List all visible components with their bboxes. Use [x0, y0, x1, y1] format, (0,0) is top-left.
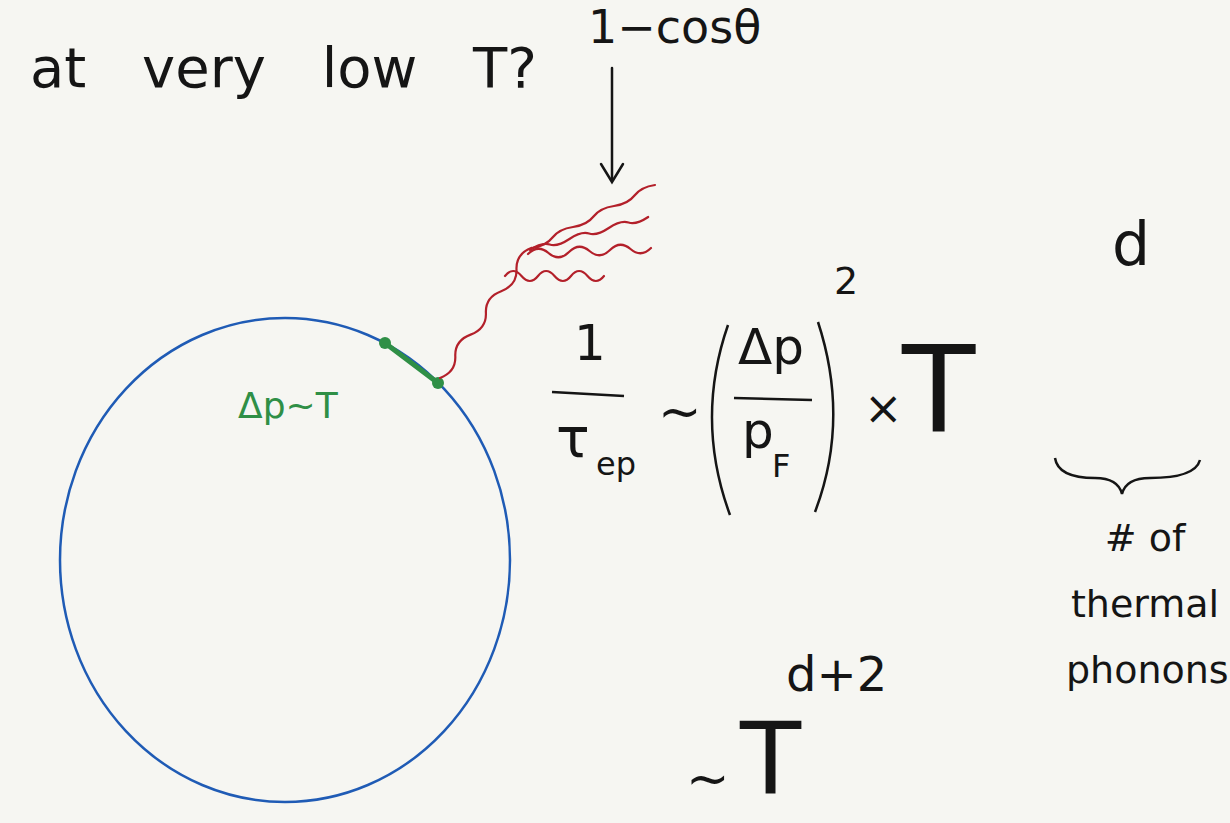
- momentum-label: Δp~T: [238, 388, 338, 424]
- numerator: 1: [574, 318, 606, 368]
- pointer-arrow: [601, 68, 623, 182]
- exponent: d: [1112, 214, 1150, 274]
- formula-text: 1−cosθ: [588, 4, 761, 50]
- phonon-wave: [440, 248, 532, 378]
- relation-sign: ~: [686, 752, 730, 804]
- subscript: ep: [596, 448, 636, 480]
- fermi-circle: [60, 318, 510, 802]
- parenthesis: [815, 322, 833, 512]
- fraction-bar: [552, 392, 624, 396]
- phonon-lines: [440, 185, 655, 378]
- denominator: τ: [556, 410, 590, 466]
- state-dot: [432, 377, 444, 389]
- note-text: at very low T?: [30, 40, 537, 96]
- fraction-bar: [734, 398, 812, 400]
- temperature-symbol: T: [740, 710, 801, 810]
- phonon-wave: [505, 271, 604, 281]
- phonon-wave: [528, 245, 651, 258]
- subscript: F: [772, 450, 790, 482]
- phonon-wave: [530, 217, 648, 250]
- underbrace: [1055, 458, 1200, 494]
- relation-sign: ~: [658, 385, 702, 437]
- parenthesis: [712, 325, 730, 515]
- denominator: p: [742, 406, 774, 456]
- times-sign: ×: [864, 385, 903, 431]
- exponent: 2: [834, 262, 858, 300]
- numerator: Δp: [738, 322, 804, 372]
- state-dot: [379, 337, 391, 349]
- phonon-wave: [532, 185, 655, 248]
- temperature-symbol: T: [902, 330, 975, 450]
- momentum-step: [385, 343, 438, 383]
- exponent: d+2: [786, 650, 887, 698]
- brace-note: # of thermal phonons: [1066, 505, 1224, 703]
